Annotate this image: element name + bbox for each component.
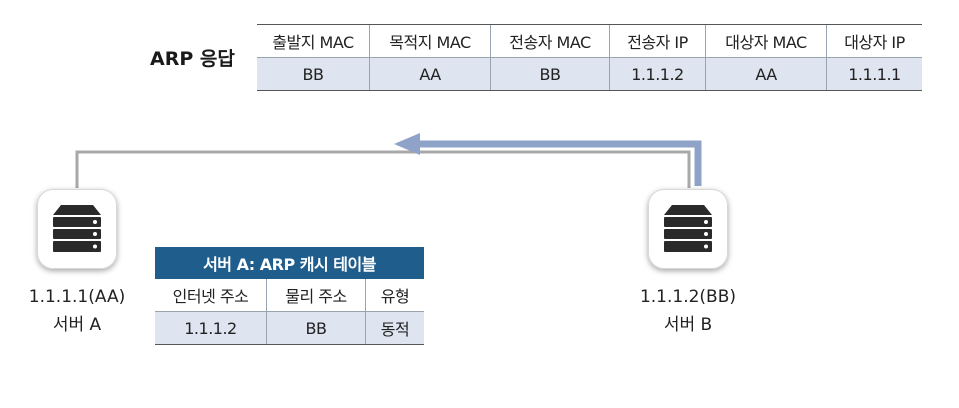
server-b-label: 1.1.1.2(BB) 서버 B xyxy=(613,283,763,339)
cache-value-type: 동적 xyxy=(365,311,424,345)
cache-header-physical-address: 물리 주소 xyxy=(266,279,366,312)
arp-response-table: 출발지 MAC 목적지 MAC 전송자 MAC 전송자 IP 대상자 MAC 대… xyxy=(257,24,922,91)
arp-header-sender-mac: 전송자 MAC xyxy=(490,24,610,58)
arp-value-dest-mac: AA xyxy=(369,57,491,91)
cache-header-type: 유형 xyxy=(365,279,424,312)
arp-header-sender-ip: 전송자 IP xyxy=(609,24,706,58)
server-a-address: 1.1.1.1(AA) xyxy=(28,287,126,307)
server-icon xyxy=(664,205,712,252)
arp-cache-table: 서버 A: ARP 캐시 테이블 인터넷 주소 물리 주소 유형 1.1.1.2… xyxy=(155,247,424,345)
connection-line xyxy=(75,150,691,188)
server-b-node xyxy=(648,189,728,269)
arp-header-source-mac: 출발지 MAC xyxy=(257,24,370,58)
server-a-node xyxy=(37,189,117,269)
arp-value-sender-ip: 1.1.1.2 xyxy=(609,57,706,91)
server-b-name: 서버 B xyxy=(663,315,713,335)
server-b-address: 1.1.1.2(BB) xyxy=(639,287,737,307)
server-a-name: 서버 A xyxy=(52,315,102,335)
cache-header-internet-address: 인터넷 주소 xyxy=(155,279,267,312)
response-arrow-head xyxy=(394,133,420,155)
arp-value-sender-mac: BB xyxy=(490,57,610,91)
arp-value-row: BB AA BB 1.1.1.2 AA 1.1.1.1 xyxy=(257,57,922,91)
server-a-label: 1.1.1.1(AA) 서버 A xyxy=(2,283,152,339)
cache-value-physical-address: BB xyxy=(266,311,366,345)
arp-header-row: 출발지 MAC 목적지 MAC 전송자 MAC 전송자 IP 대상자 MAC 대… xyxy=(257,24,922,58)
arp-header-dest-mac: 목적지 MAC xyxy=(369,24,491,58)
arp-header-target-mac: 대상자 MAC xyxy=(705,24,827,58)
arp-value-source-mac: BB xyxy=(257,57,370,91)
cache-value-internet-address: 1.1.1.2 xyxy=(155,311,267,345)
arp-cache-title: 서버 A: ARP 캐시 테이블 xyxy=(155,247,424,279)
arp-header-target-ip: 대상자 IP xyxy=(826,24,922,58)
response-arrow-line xyxy=(418,140,702,186)
arp-value-target-mac: AA xyxy=(705,57,827,91)
arp-cache-value-row: 1.1.1.2 BB 동적 xyxy=(155,311,424,345)
arp-cache-header-row: 인터넷 주소 물리 주소 유형 xyxy=(155,279,424,312)
arp-response-label: ARP 응답 xyxy=(150,47,235,70)
arp-value-target-ip: 1.1.1.1 xyxy=(826,57,922,91)
arp-cache-title-row: 서버 A: ARP 캐시 테이블 xyxy=(155,247,424,279)
server-icon xyxy=(53,205,101,252)
